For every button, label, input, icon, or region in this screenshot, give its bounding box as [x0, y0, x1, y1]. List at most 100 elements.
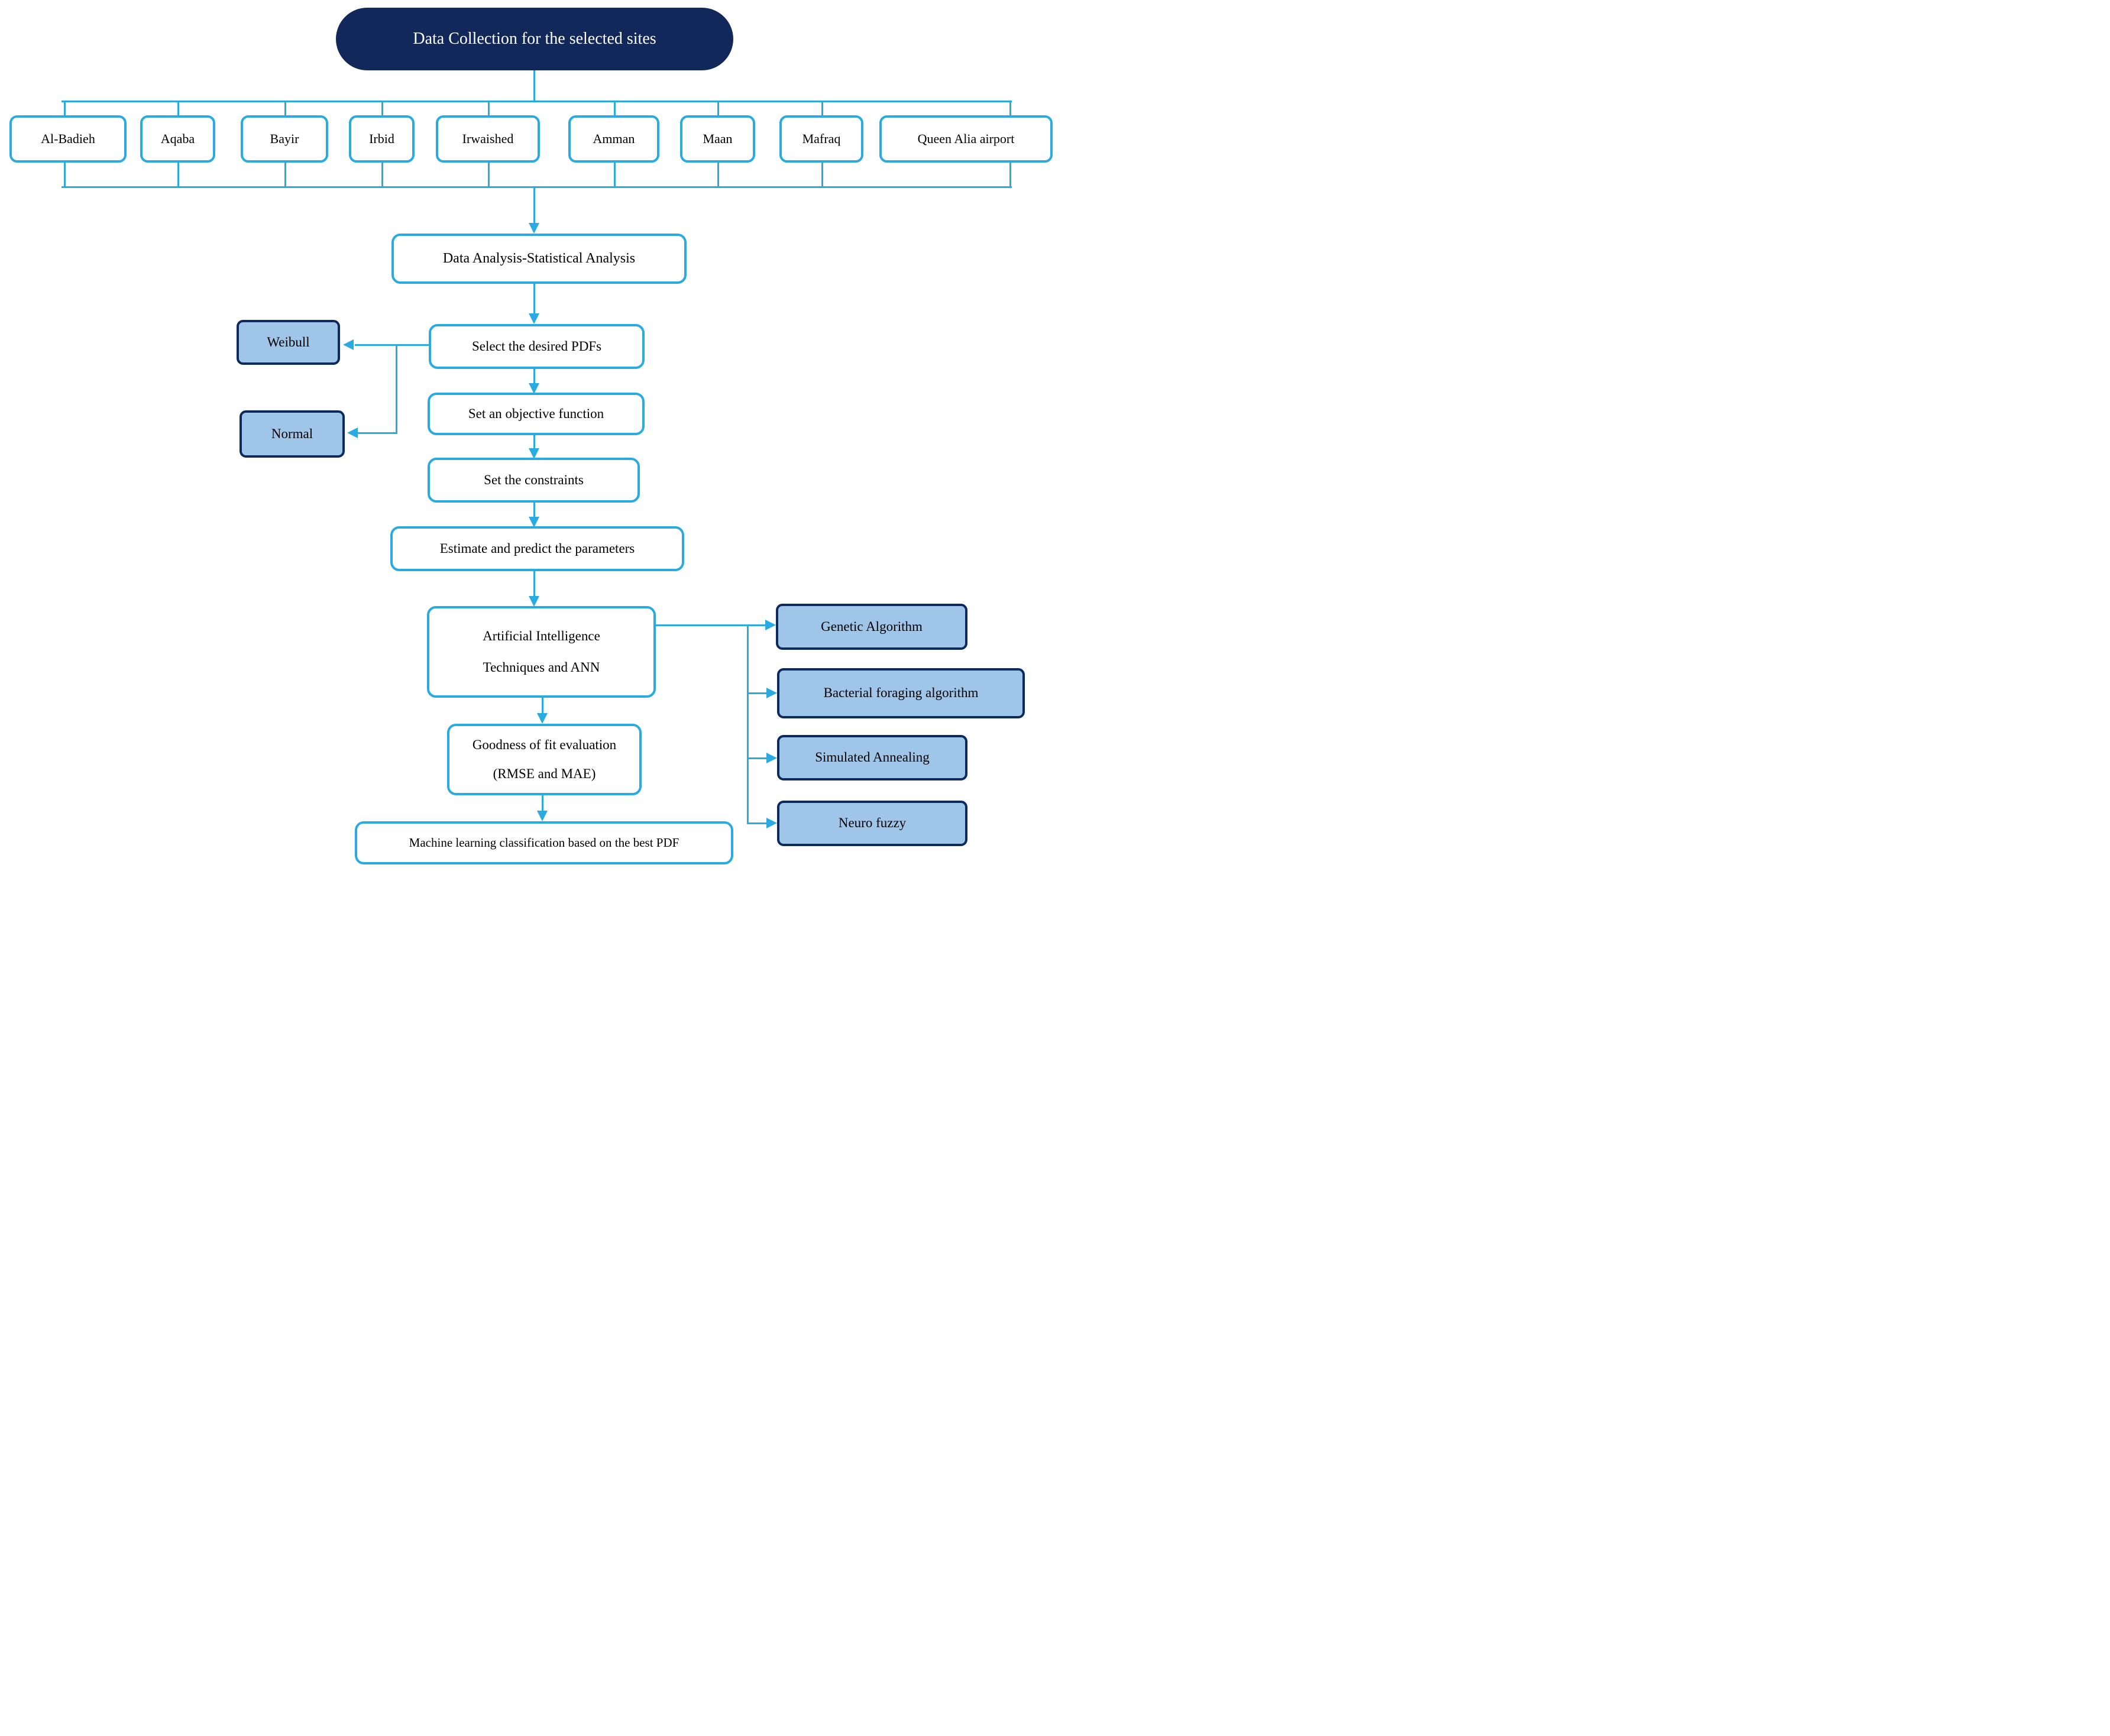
site-box-irwaished: Irwaished	[436, 115, 540, 163]
site-box-bayir: Bayir	[241, 115, 328, 163]
connector-goodness-to-ml	[542, 795, 543, 812]
flow-label-line2: (RMSE and MAE)	[493, 766, 596, 781]
connector-title-to-top-bus	[533, 70, 535, 101]
arrowhead-to-goodness	[537, 713, 548, 724]
connector-top-bus	[62, 101, 1012, 102]
flow-box-goodness-of-fit: Goodness of fit evaluation (RMSE and MAE…	[447, 724, 642, 795]
connector-analysis-to-select	[533, 284, 535, 313]
site-box-al-badieh: Al-Badieh	[9, 115, 127, 163]
flow-box-ai-techniques: Artificial Intelligence Techniques and A…	[427, 606, 656, 698]
connector-stub-bottom-8	[821, 163, 823, 186]
arrowhead-to-constraints	[529, 448, 539, 459]
algo-box-neuro-fuzzy: Neuro fuzzy	[777, 801, 967, 846]
connector-stub-top-2	[177, 102, 179, 115]
connector-select-to-weibull	[355, 344, 429, 346]
connector-to-normal	[358, 432, 397, 434]
flow-label-line1: Artificial Intelligence	[483, 629, 600, 644]
flow-label: Estimate and predict the parameters	[439, 540, 635, 556]
connector-stub-top-7	[717, 102, 719, 115]
site-label: Maan	[703, 131, 733, 147]
connector-to-bacterial	[747, 692, 766, 694]
connector-bottom-bus	[62, 186, 1012, 188]
pdf-label: Normal	[271, 426, 313, 441]
connector-stub-top-9	[1009, 102, 1011, 115]
arrowhead-to-select-pdfs	[529, 313, 539, 324]
flow-label: Data Analysis-Statistical Analysis	[442, 250, 636, 266]
title-label: Data Collection for the selected sites	[413, 29, 656, 48]
arrowhead-to-weibull	[343, 339, 354, 350]
arrowhead-to-objective	[529, 383, 539, 394]
connector-stub-top-8	[821, 102, 823, 115]
connector-ai-branch-trunk	[747, 624, 749, 824]
connector-stub-top-1	[64, 102, 66, 115]
connector-stub-bottom-3	[284, 163, 286, 186]
connector-branch-vertical-pdfs	[396, 344, 397, 434]
connector-stub-top-3	[284, 102, 286, 115]
flow-label-line1: Goodness of fit evaluation	[472, 737, 617, 753]
flow-box-select-pdfs: Select the desired PDFs	[429, 324, 645, 369]
arrowhead-to-normal	[347, 427, 358, 438]
algo-label: Bacterial foraging algorithm	[823, 685, 979, 701]
connector-to-simulated	[747, 757, 766, 759]
algo-label: Neuro fuzzy	[838, 815, 907, 831]
pdf-label: Weibull	[267, 334, 310, 349]
flow-label: Set an objective function	[468, 406, 604, 421]
arrowhead-to-estimate	[529, 517, 539, 527]
connector-select-to-objective	[533, 369, 535, 384]
site-label: Mafraq	[802, 131, 841, 147]
arrowhead-to-ml	[537, 811, 548, 821]
flow-label: Select the desired PDFs	[471, 338, 602, 354]
flow-box-ml-classification: Machine learning classification based on…	[355, 821, 733, 864]
title-node: Data Collection for the selected sites	[336, 8, 733, 70]
site-label: Aqaba	[160, 131, 195, 147]
site-label: Amman	[593, 131, 635, 147]
connector-constraints-to-estimate	[533, 503, 535, 518]
connector-stub-bottom-6	[614, 163, 616, 186]
site-label: Irwaished	[462, 131, 514, 147]
connector-stub-bottom-5	[488, 163, 490, 186]
flowchart-canvas: Data Collection for the selected sites A…	[0, 0, 1055, 868]
site-label: Al-Badieh	[41, 131, 95, 147]
arrowhead-to-simulated	[766, 753, 777, 763]
flow-label: Machine learning classification based on…	[409, 835, 679, 850]
site-box-mafraq: Mafraq	[779, 115, 863, 163]
site-box-queen-alia-airport: Queen Alia airport	[879, 115, 1053, 163]
connector-bus-to-analysis	[533, 188, 535, 224]
algo-label: Genetic Algorithm	[821, 618, 923, 634]
algo-box-simulated-annealing: Simulated Annealing	[777, 735, 967, 780]
connector-stub-top-6	[614, 102, 616, 115]
connector-ai-to-genetic	[656, 624, 765, 626]
site-label: Irbid	[369, 131, 394, 147]
site-box-maan: Maan	[680, 115, 755, 163]
connector-stub-bottom-7	[717, 163, 719, 186]
connector-stub-bottom-4	[381, 163, 383, 186]
site-box-irbid: Irbid	[349, 115, 415, 163]
connector-stub-bottom-2	[177, 163, 179, 186]
connector-stub-top-5	[488, 102, 490, 115]
flow-label: Set the constraints	[484, 472, 584, 487]
algo-box-genetic-algorithm: Genetic Algorithm	[776, 604, 967, 650]
site-label: Bayir	[270, 131, 299, 147]
flow-box-objective-function: Set an objective function	[428, 393, 645, 435]
flow-label-line2: Techniques and ANN	[483, 659, 600, 675]
site-label: Queen Alia airport	[917, 131, 1015, 147]
pdf-box-weibull: Weibull	[237, 320, 340, 365]
flow-box-estimate: Estimate and predict the parameters	[390, 526, 684, 571]
algo-label: Simulated Annealing	[815, 750, 930, 765]
arrowhead-to-neuro	[766, 818, 777, 828]
arrowhead-to-genetic	[765, 620, 776, 630]
arrowhead-to-ai	[529, 596, 539, 607]
connector-stub-bottom-9	[1009, 163, 1011, 186]
connector-to-neuro	[747, 822, 766, 824]
connector-estimate-to-ai	[533, 571, 535, 597]
arrowhead-to-bacterial	[766, 688, 777, 698]
connector-stub-bottom-1	[64, 163, 66, 186]
connector-stub-top-4	[381, 102, 383, 115]
arrowhead-to-data-analysis	[529, 223, 539, 234]
connector-objective-to-constraints	[533, 435, 535, 449]
site-box-amman: Amman	[568, 115, 659, 163]
connector-ai-to-goodness	[542, 698, 543, 714]
flow-box-constraints: Set the constraints	[428, 458, 640, 503]
flow-box-data-analysis: Data Analysis-Statistical Analysis	[391, 234, 687, 284]
pdf-box-normal: Normal	[240, 410, 345, 458]
